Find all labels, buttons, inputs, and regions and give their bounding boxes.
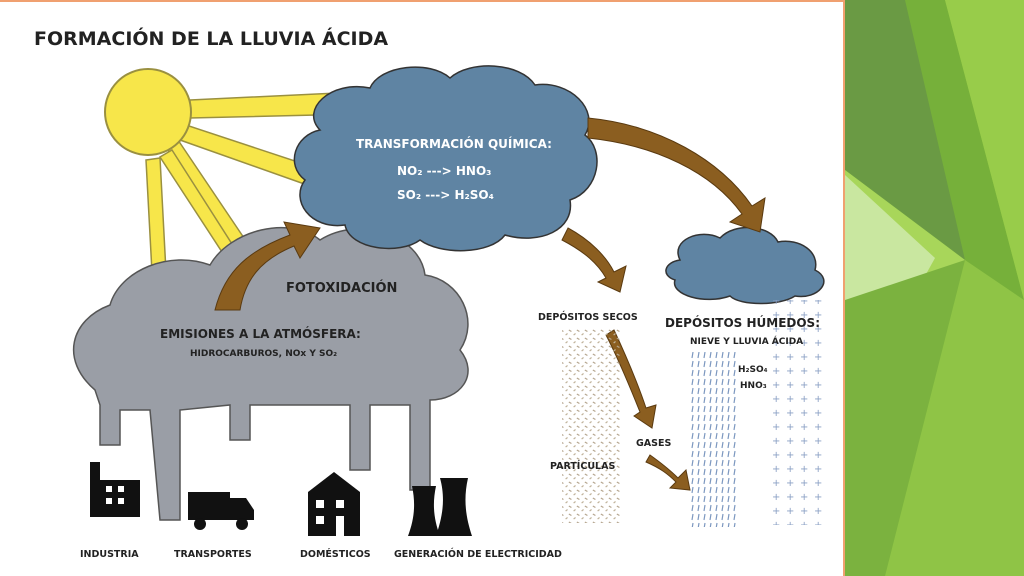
label-domestic: DOMÉSTICOS	[300, 548, 371, 560]
arrow-to-rain-cloud	[587, 117, 766, 233]
transformation-cloud	[293, 65, 598, 252]
dry-particles-texture	[562, 328, 620, 523]
wet-deposits-heading: DEPÓSITOS HÚMEDOS:	[665, 315, 820, 330]
dry-deposits-heading: DEPÓSITOS SECOS	[538, 311, 638, 323]
house-icon	[308, 472, 360, 536]
particles-label: PARTÍCULAS	[550, 460, 615, 472]
diagram-title: FORMACIÓN DE LA LLUVIA ÁCIDA	[34, 26, 388, 50]
photoxidation-arrow	[214, 221, 321, 311]
acid-rain-diagram: + FORMACIÓN DE LA LLUVIA ÁCIDA	[0, 0, 845, 576]
decorative-side-panel	[845, 0, 1024, 576]
arrows	[214, 117, 766, 491]
sun	[104, 68, 192, 156]
label-transport: TRANSPORTES	[174, 549, 252, 560]
emissions-heading: EMISIONES A LA ATMÓSFERA:	[160, 326, 361, 341]
power-plant-icon	[408, 478, 472, 536]
arrow-gases-down	[645, 454, 691, 491]
gases-label: GASES	[636, 438, 671, 449]
rain-texture	[690, 352, 736, 527]
wet-deposits-subheading: NIEVE Y LLUVIA ÁCIDA	[690, 335, 803, 347]
truck-icon	[188, 492, 254, 530]
rain-cloud	[665, 226, 825, 305]
arrow-to-dry-deposits	[561, 227, 627, 293]
reaction-so2: SO₂ ---> H₂SO₄	[397, 188, 494, 202]
snow-texture	[770, 300, 822, 525]
label-electricity: GENERACIÓN DE ELECTRICIDAD	[394, 548, 562, 560]
sun-rays	[145, 91, 359, 311]
h2so4-label: H₂SO₄	[738, 365, 768, 375]
photoxidation-label: FOTOXIDACIÓN	[286, 280, 397, 296]
diagram-frame: + FORMACIÓN DE LA LLUVIA ÁCIDA	[0, 0, 845, 576]
industry-icon	[90, 462, 140, 517]
label-industry: INDUSTRIA	[80, 549, 139, 560]
emissions-cloud	[72, 226, 469, 521]
emissions-detail: HIDROCARBUROS, NOx Y SO₂	[190, 349, 337, 359]
transformation-heading: TRANSFORMACIÓN QUÍMICA:	[356, 136, 552, 151]
hno3-label: HNO₃	[740, 381, 767, 391]
reaction-no2: NO₂ ---> HNO₃	[397, 164, 491, 178]
